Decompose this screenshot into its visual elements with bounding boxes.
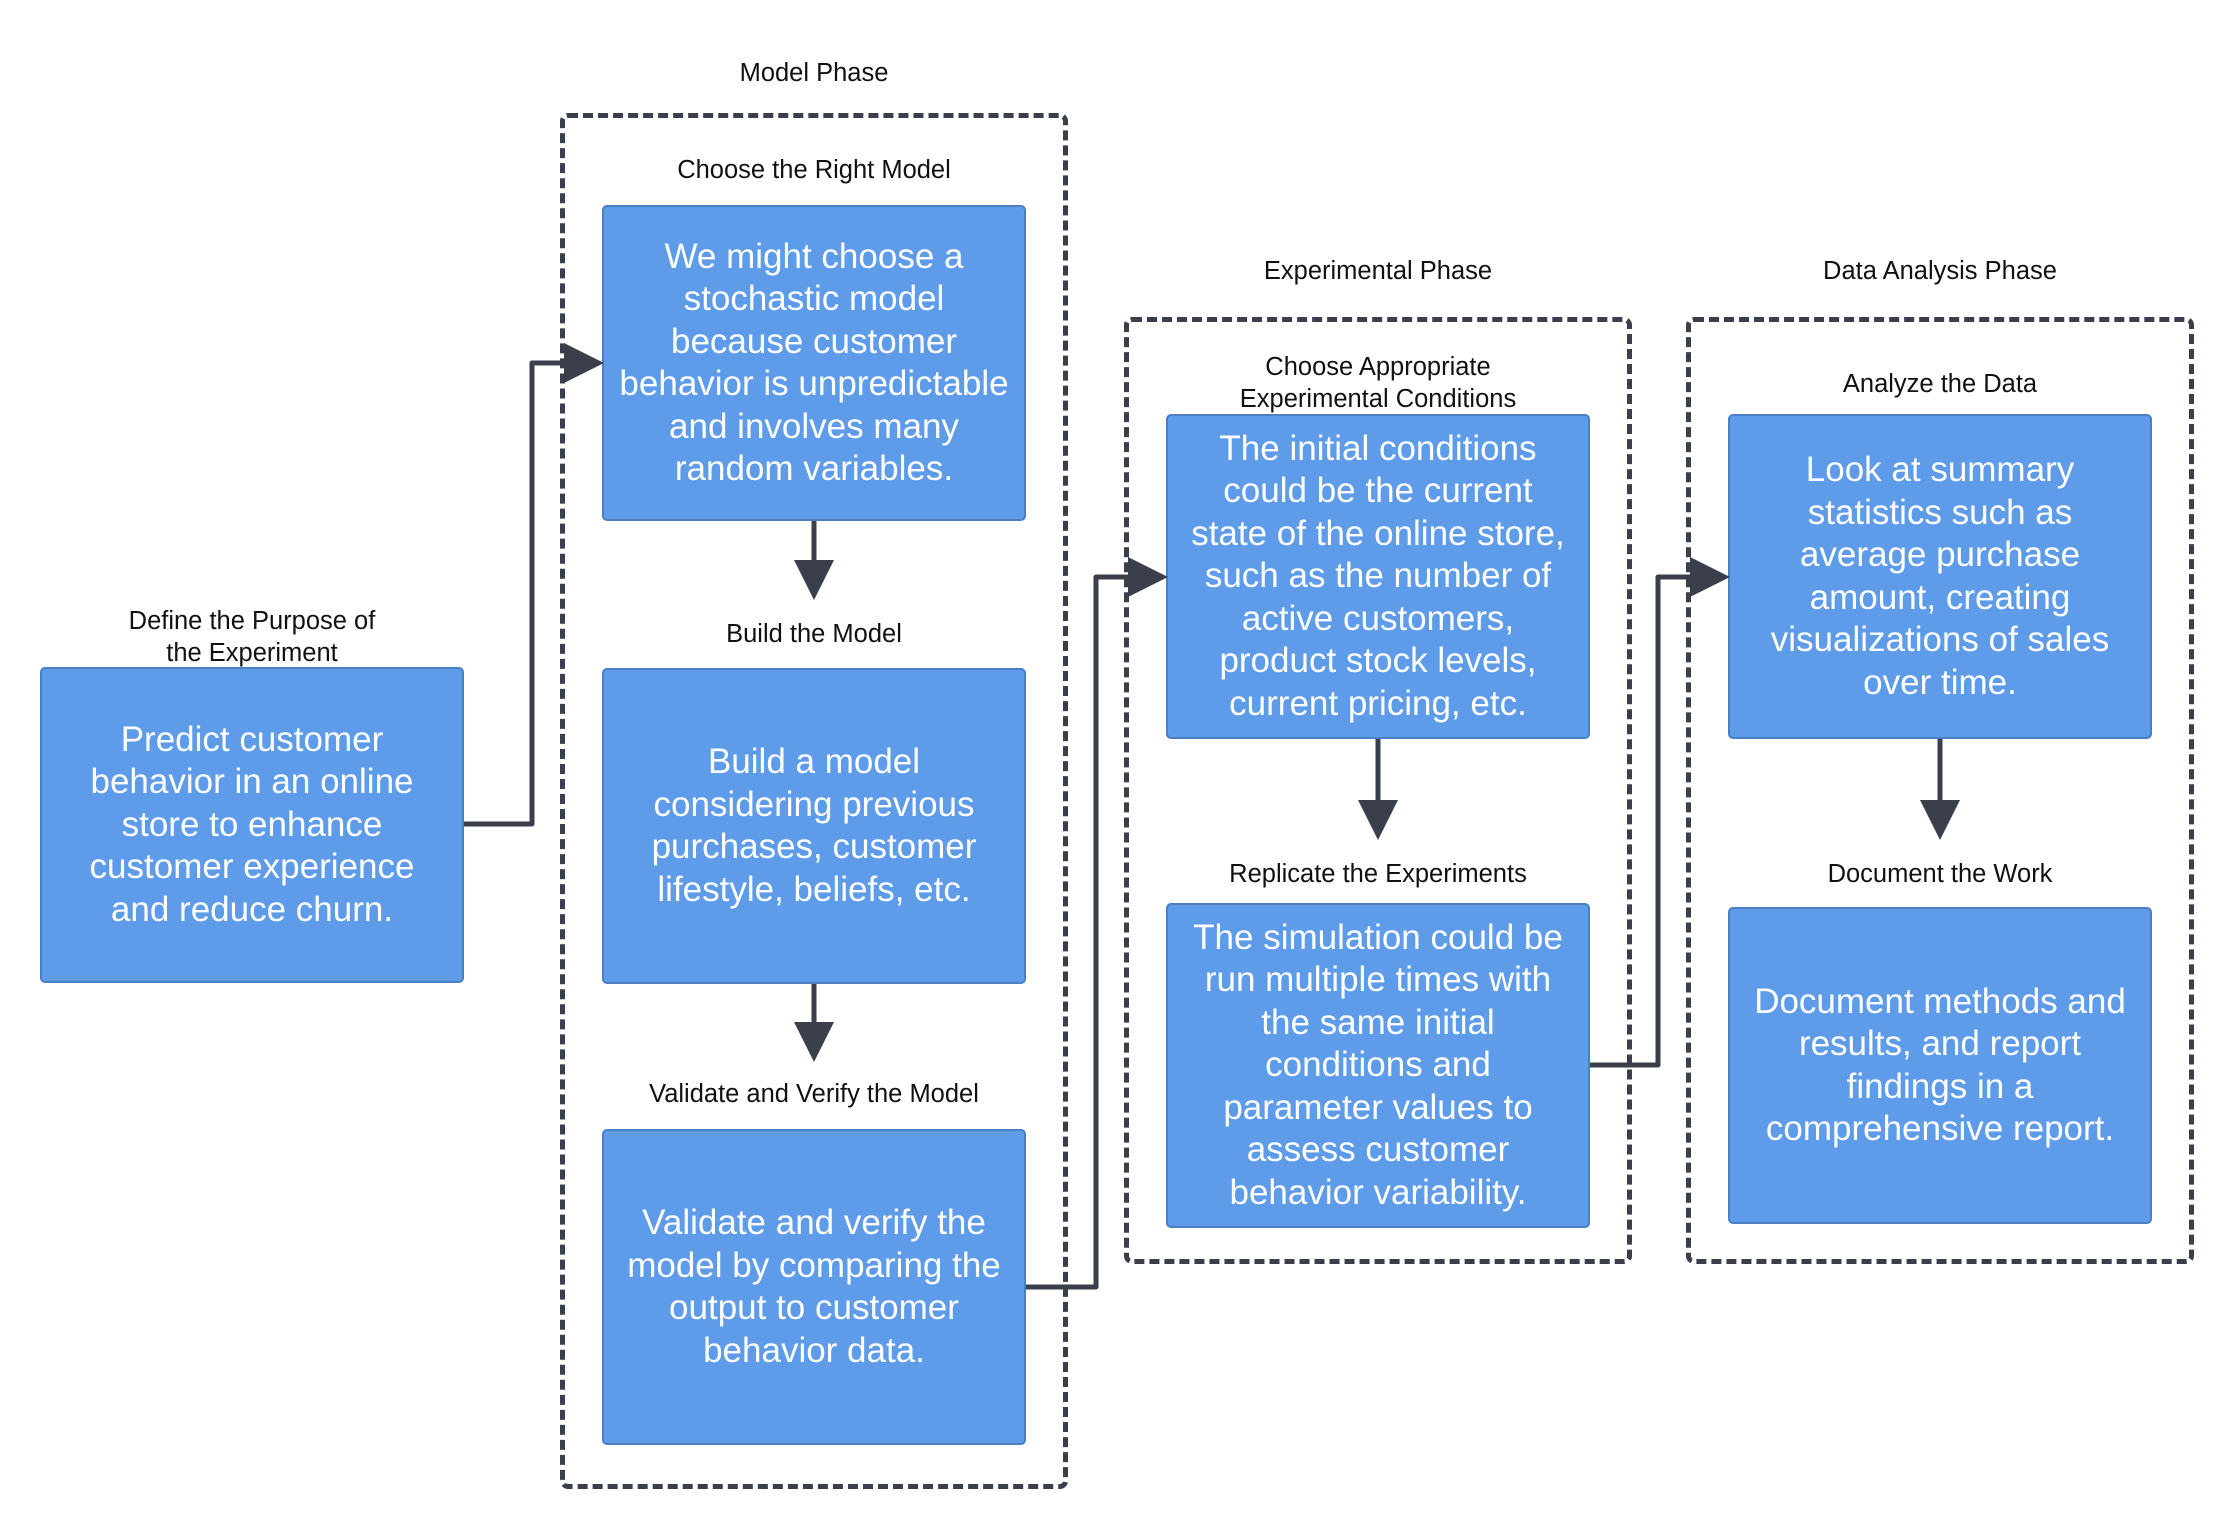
conditions-node: The initial conditions could be the curr… [1166,414,1590,739]
document-node: Document methods and results, and report… [1728,907,2152,1224]
model-phase-label: Model Phase [739,59,889,87]
validate-model-step-title: Validate and Verify the Model [649,1080,979,1108]
replicate-node: The simulation could be run multiple tim… [1166,903,1590,1228]
define-step-title: Define the Purpose of the Experiment [128,607,376,667]
conditions-step-title: Choose Appropriate Experimental Conditio… [1239,353,1517,413]
choose-model-node: We might choose a stochastic model becau… [602,205,1026,521]
replicate-text: The simulation could be run multiple tim… [1193,917,1563,1212]
experimental-phase-label: Experimental Phase [1263,257,1493,285]
analyze-text: Look at summary statistics such as avera… [1770,450,2110,702]
analysis-phase-label: Data Analysis Phase [1823,257,2057,285]
build-model-node: Build a model considering previous purch… [602,668,1026,984]
document-text: Document methods and results, and report… [1754,981,2126,1149]
conditions-text: The initial conditions could be the curr… [1191,428,1565,723]
build-model-text: Build a model considering previous purch… [651,742,977,909]
build-model-step-title: Build the Model [726,620,902,648]
define-purpose-text: Predict customer behavior in an online s… [89,719,415,929]
analyze-step-title: Analyze the Data [1842,370,2038,398]
choose-model-step-title: Choose the Right Model [677,156,951,184]
define-purpose-node: Predict customer behavior in an online s… [40,667,464,983]
validate-model-node: Validate and verify the model by compari… [602,1129,1026,1445]
choose-model-text: We might choose a stochastic model becau… [619,236,1009,489]
analyze-node: Look at summary statistics such as avera… [1728,414,2152,739]
validate-model-text: Validate and verify the model by compari… [627,1203,1001,1370]
replicate-step-title: Replicate the Experiments [1229,860,1527,888]
document-step-title: Document the Work [1827,860,2053,888]
